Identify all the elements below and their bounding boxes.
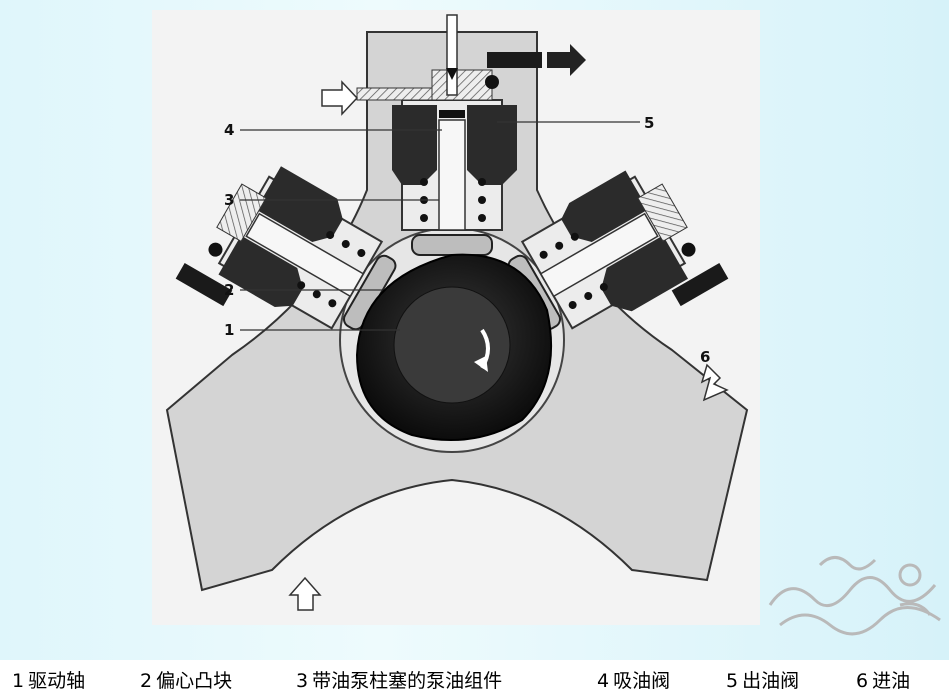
callout-3: 3 <box>224 191 234 209</box>
leader-lines <box>240 121 640 331</box>
side-inlet-arrow-right <box>700 363 729 402</box>
top-pump-element <box>356 14 542 256</box>
suction-valve <box>439 110 465 118</box>
callout-2: 2 <box>224 281 234 299</box>
callout-4: 4 <box>224 121 234 139</box>
drive-shaft <box>393 286 511 404</box>
outlet-valve-ball <box>485 75 499 89</box>
side-inlet-arrow-bottom <box>288 576 322 611</box>
dragon-ornament-icon <box>768 556 941 636</box>
inlet-flow-arrow <box>321 80 359 116</box>
callout-5: 5 <box>644 114 654 132</box>
outlet-flow-arrow <box>547 44 586 76</box>
pump-diagram-frame: 4 3 2 1 5 6 <box>152 10 760 625</box>
radial-piston-pump-cross-section: 4 3 2 1 5 6 <box>165 14 749 611</box>
callout-6: 6 <box>700 348 710 366</box>
callout-1: 1 <box>224 321 234 339</box>
